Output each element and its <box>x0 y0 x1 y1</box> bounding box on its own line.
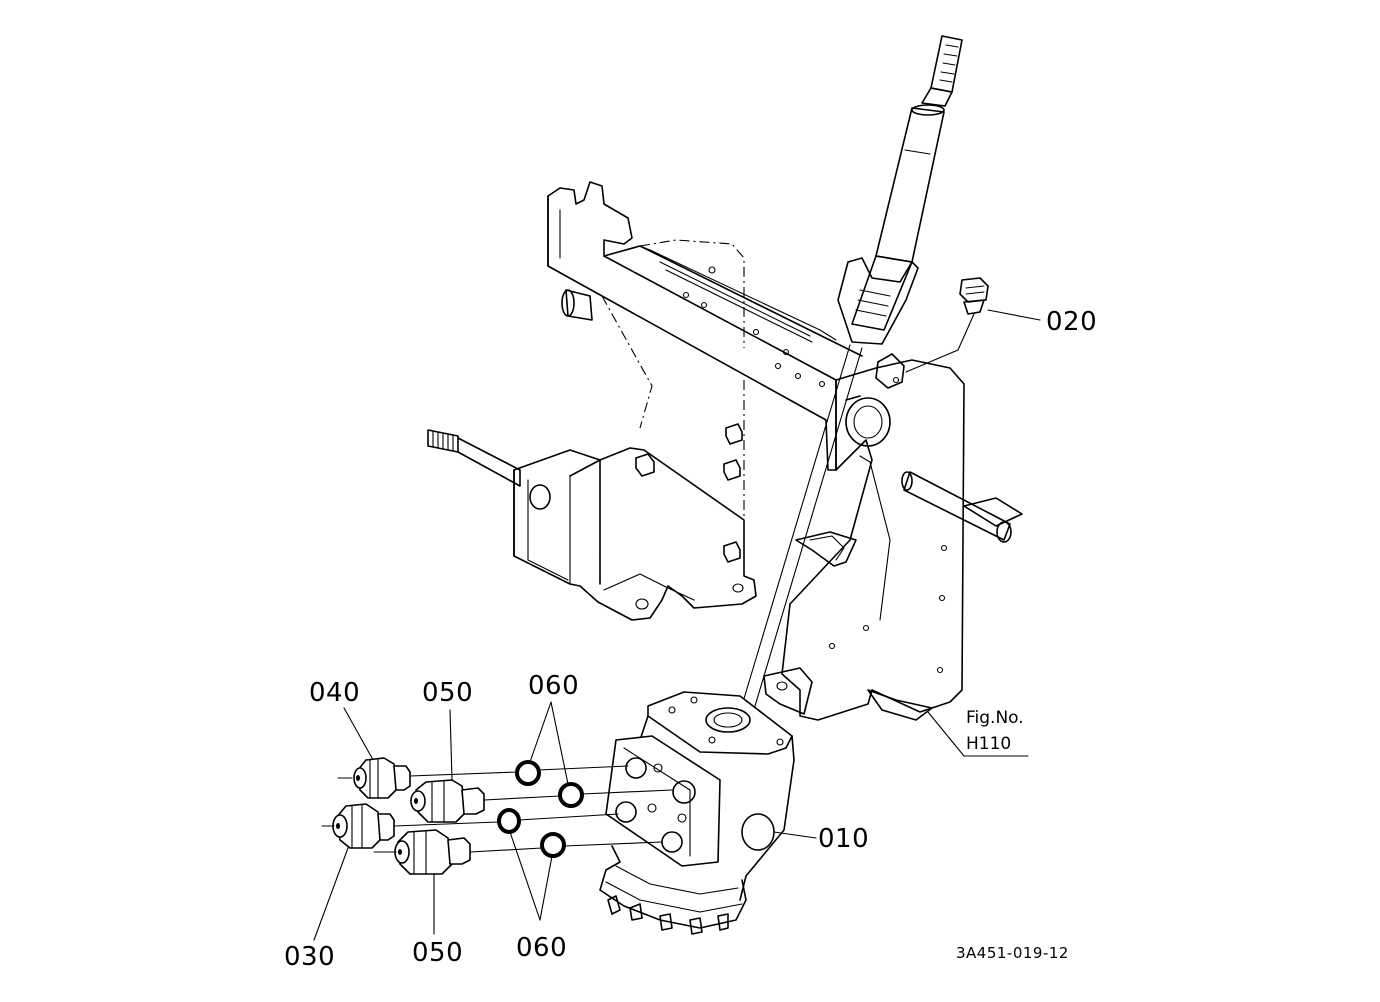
upper-frame <box>547 181 863 520</box>
callout-060-bottom: 060 <box>516 933 568 963</box>
callout-010: 010 <box>818 824 870 854</box>
callout-030: 030 <box>284 942 336 972</box>
plug-020 <box>905 277 1041 373</box>
fitting-050-lower <box>394 829 471 875</box>
fitting-040 <box>353 757 411 799</box>
callout-050-top: 050 <box>422 678 474 708</box>
assembly-lines <box>321 765 673 853</box>
callout-060-top: 060 <box>528 671 580 701</box>
callout-020: 020 <box>1046 307 1098 337</box>
steering-column <box>739 35 963 717</box>
figure-ref-number: H110 <box>966 734 1012 754</box>
fitting-050-upper <box>410 779 485 823</box>
figure-ref-label: Fig.No. <box>966 708 1024 728</box>
left-lower-bracket <box>427 423 757 621</box>
fitting-030 <box>332 803 395 849</box>
steering-valve-010 <box>599 691 817 935</box>
right-side-plate <box>763 353 1023 721</box>
callout-050-bottom: 050 <box>412 938 464 968</box>
drawing-code: 3A451-019-12 <box>956 944 1069 962</box>
o-rings-060 <box>497 760 584 858</box>
callout-040: 040 <box>309 678 361 708</box>
leader-lines <box>313 701 1029 941</box>
